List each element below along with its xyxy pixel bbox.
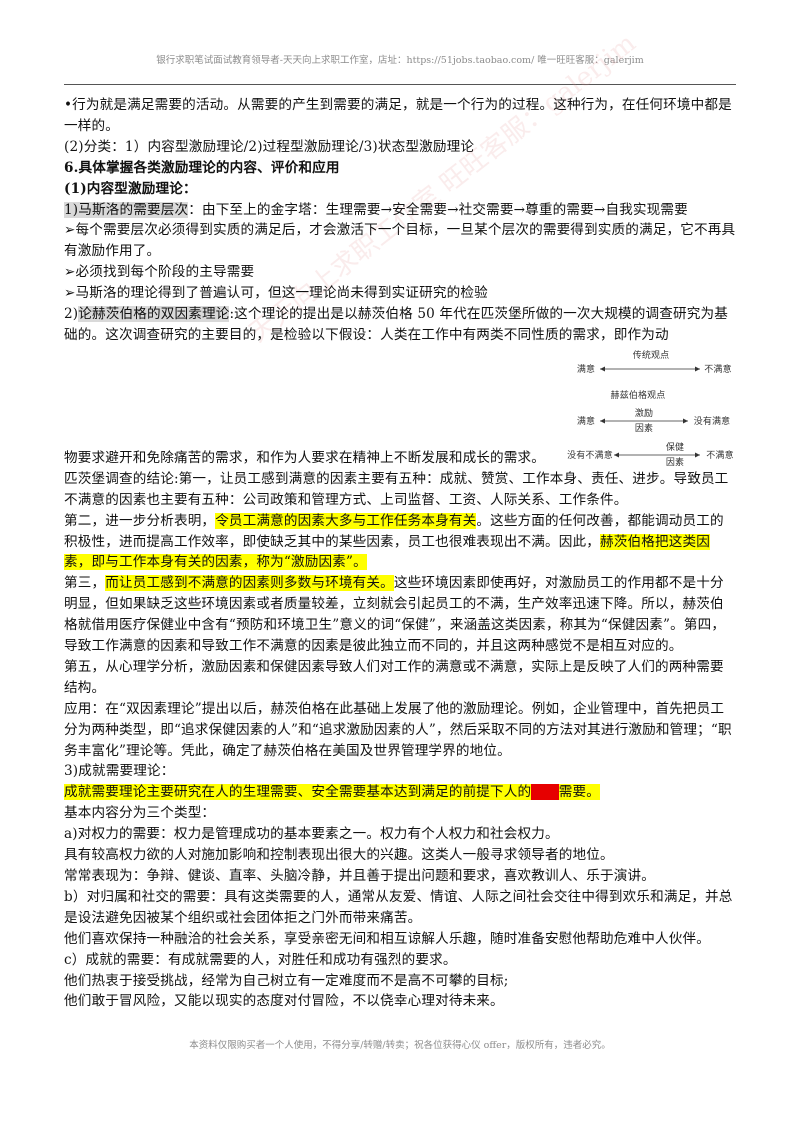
highlight-yellow: 成就需要理论主要研究在人的生理需要、安全需要基本达到满足的前提下人的 [64,784,532,801]
paragraph: 1)马斯洛的需要层次：由下至上的金字塔：生理需要→安全需要→社交需要→尊重的需要… [64,201,688,218]
diagram-factor-label-1: 因素 [635,422,653,434]
paragraph: 匹茨堡调查的结论:第一，让员工感到满意的因素主要有五种：成就、赞赏、工作本身、责… [64,470,729,508]
paragraph: 具有较高权力欲的人对施加影响和控制表现出很大的兴趣。这类人一般寻求领导者的地位。 [64,847,614,864]
highlight-gray: 论赫茨伯格的双因素理论 [78,306,230,323]
diagram-satisfied-2: 满意 [577,415,595,427]
paragraph: 第三，而让员工感到不满意的因素则多数与环境有关。这些环境因素即使再好，对激励员工… [64,575,726,655]
highlight-yellow: 令员工满意的因素大多与工作任务本身有关 [215,512,477,529]
paragraph: 他们喜欢保持一种融洽的社会关系，享受亲密无间和相互谅解人乐趣，随时准备安慰他帮助… [64,930,710,947]
diagram-herzberg-title: 赫兹伯格观点 [611,389,666,401]
paragraph: (2)分类：1）内容型激励理论/2)过程型激励理论/3)状态型激励理论 [64,138,475,155]
diagram-motivation-label: 激励 [635,407,653,419]
paragraph: 3)成就需要理论： [64,763,175,780]
diagram-hygiene-label: 保健 [666,441,684,453]
section-heading: 6.具体掌握各类激励理论的内容、评价和应用 [64,159,340,176]
header-rule [64,84,736,85]
paragraph: 第五，从心理学分析，激励因素和保健因素导致人们对工作的满意或不满意，实际上是反映… [64,658,724,696]
paragraph: 基本内容分为三个类型： [64,805,216,822]
paragraph: 第二，进一步分析表明，令员工满意的因素大多与工作任务本身有关。这些方面的任何改善… [64,512,724,571]
bullet-item: ➢马斯洛的理论得到了普遍认可，但这一理论尚未得到实证研究的检验 [64,285,488,302]
page-header: 银行求职笔试面试教育领导者-天天向上求职工作室，店址：https://51job… [156,55,644,66]
paragraph: a)对权力的需要：权力是管理成功的基本要素之一。权力有个人权力和社会权力。 [64,826,559,843]
highlight-gray: 1)马斯洛的需要层次 [64,201,189,218]
page-footer: 本资料仅限购买者一个人使用，不得分享/转赠/转卖；祝各位获得心仪 offer，版… [189,1040,611,1051]
diagram-satisfied-1: 满意 [577,363,595,375]
document-body: •行为就是满足需要的活动。从需要的产生到需要的满足，就是一个行为的过程。这种行为… [64,95,736,1012]
diagram-no-dissatisfaction: 没有不满意 [567,449,613,461]
bullet-item: ➢每个需要层次必须得到实质的满足后，才会激活下一个目标，一旦某个层次的需要得到实… [64,222,736,260]
two-factor-diagram: 传统观点 满意 不满意 赫兹伯格观点 激励 满意 因素 没有满意 保健 没有不满… [566,344,736,504]
subsection-heading: (1)内容型激励理论： [64,180,197,197]
paragraph: •行为就是满足需要的活动。从需要的产生到需要的满足，就是一个行为的过程。这种行为… [64,97,732,134]
diagram-no-satisfaction: 没有满意 [694,415,731,427]
paragraph: 他们热衷于接受挑战，经常为自己树立有一定难度而不是高不可攀的目标; [64,972,509,989]
paragraph: 常常表现为：争辩、健谈、直率、头脑冷静，并且善于提出问题和要求，喜欢教训人、乐于… [64,868,655,884]
paragraph: 2)论赫茨伯格的双因素理论:这个理论的提出是以赫茨伯格 50 年代在匹茨堡所做的… [64,306,729,343]
diagram-unsatisfied-1: 不满意 [704,363,731,375]
diagram-area: 传统观点 满意 不满意 赫兹伯格观点 激励 满意 因素 没有满意 保健 没有不满… [64,346,736,468]
highlight-yellow: 而让员工感到不满意的因素则多数与环境有关。 [105,575,394,592]
diagram-factor-label-2: 因素 [666,456,684,468]
paragraph: 应用：在“双因素理论”提出以后，赫茨伯格在此基础上发展了他的激励理论。例如，企业… [64,700,732,759]
diagram-unsatisfied-2: 不满意 [706,449,733,461]
highlight-red: 社会 [531,784,559,801]
diagram-traditional-title: 传统观点 [633,349,670,361]
highlight-yellow: 需要。 [558,784,601,801]
paragraph: 他们敢于冒风险，又能以现实的态度对付冒险，不以侥幸心理对待未来。 [64,993,504,1010]
paragraph: b）对归属和社交的需要：具有这类需要的人，通常从友爱、情谊、人际之间社会交往中得… [64,888,733,926]
paragraph: c）成就的需要：有成就需要的人，对胜任和成功有强烈的要求。 [64,951,457,968]
paragraph: 成就需要理论主要研究在人的生理需要、安全需要基本达到满足的前提下人的社会需要。 [64,782,736,803]
paragraph: 物要求避开和免除痛苦的需求，和作为人要求在精神上不断发展和成长的需求。 [64,449,546,466]
bullet-item: ➢必须找到每个阶段的主导需要 [64,264,255,281]
